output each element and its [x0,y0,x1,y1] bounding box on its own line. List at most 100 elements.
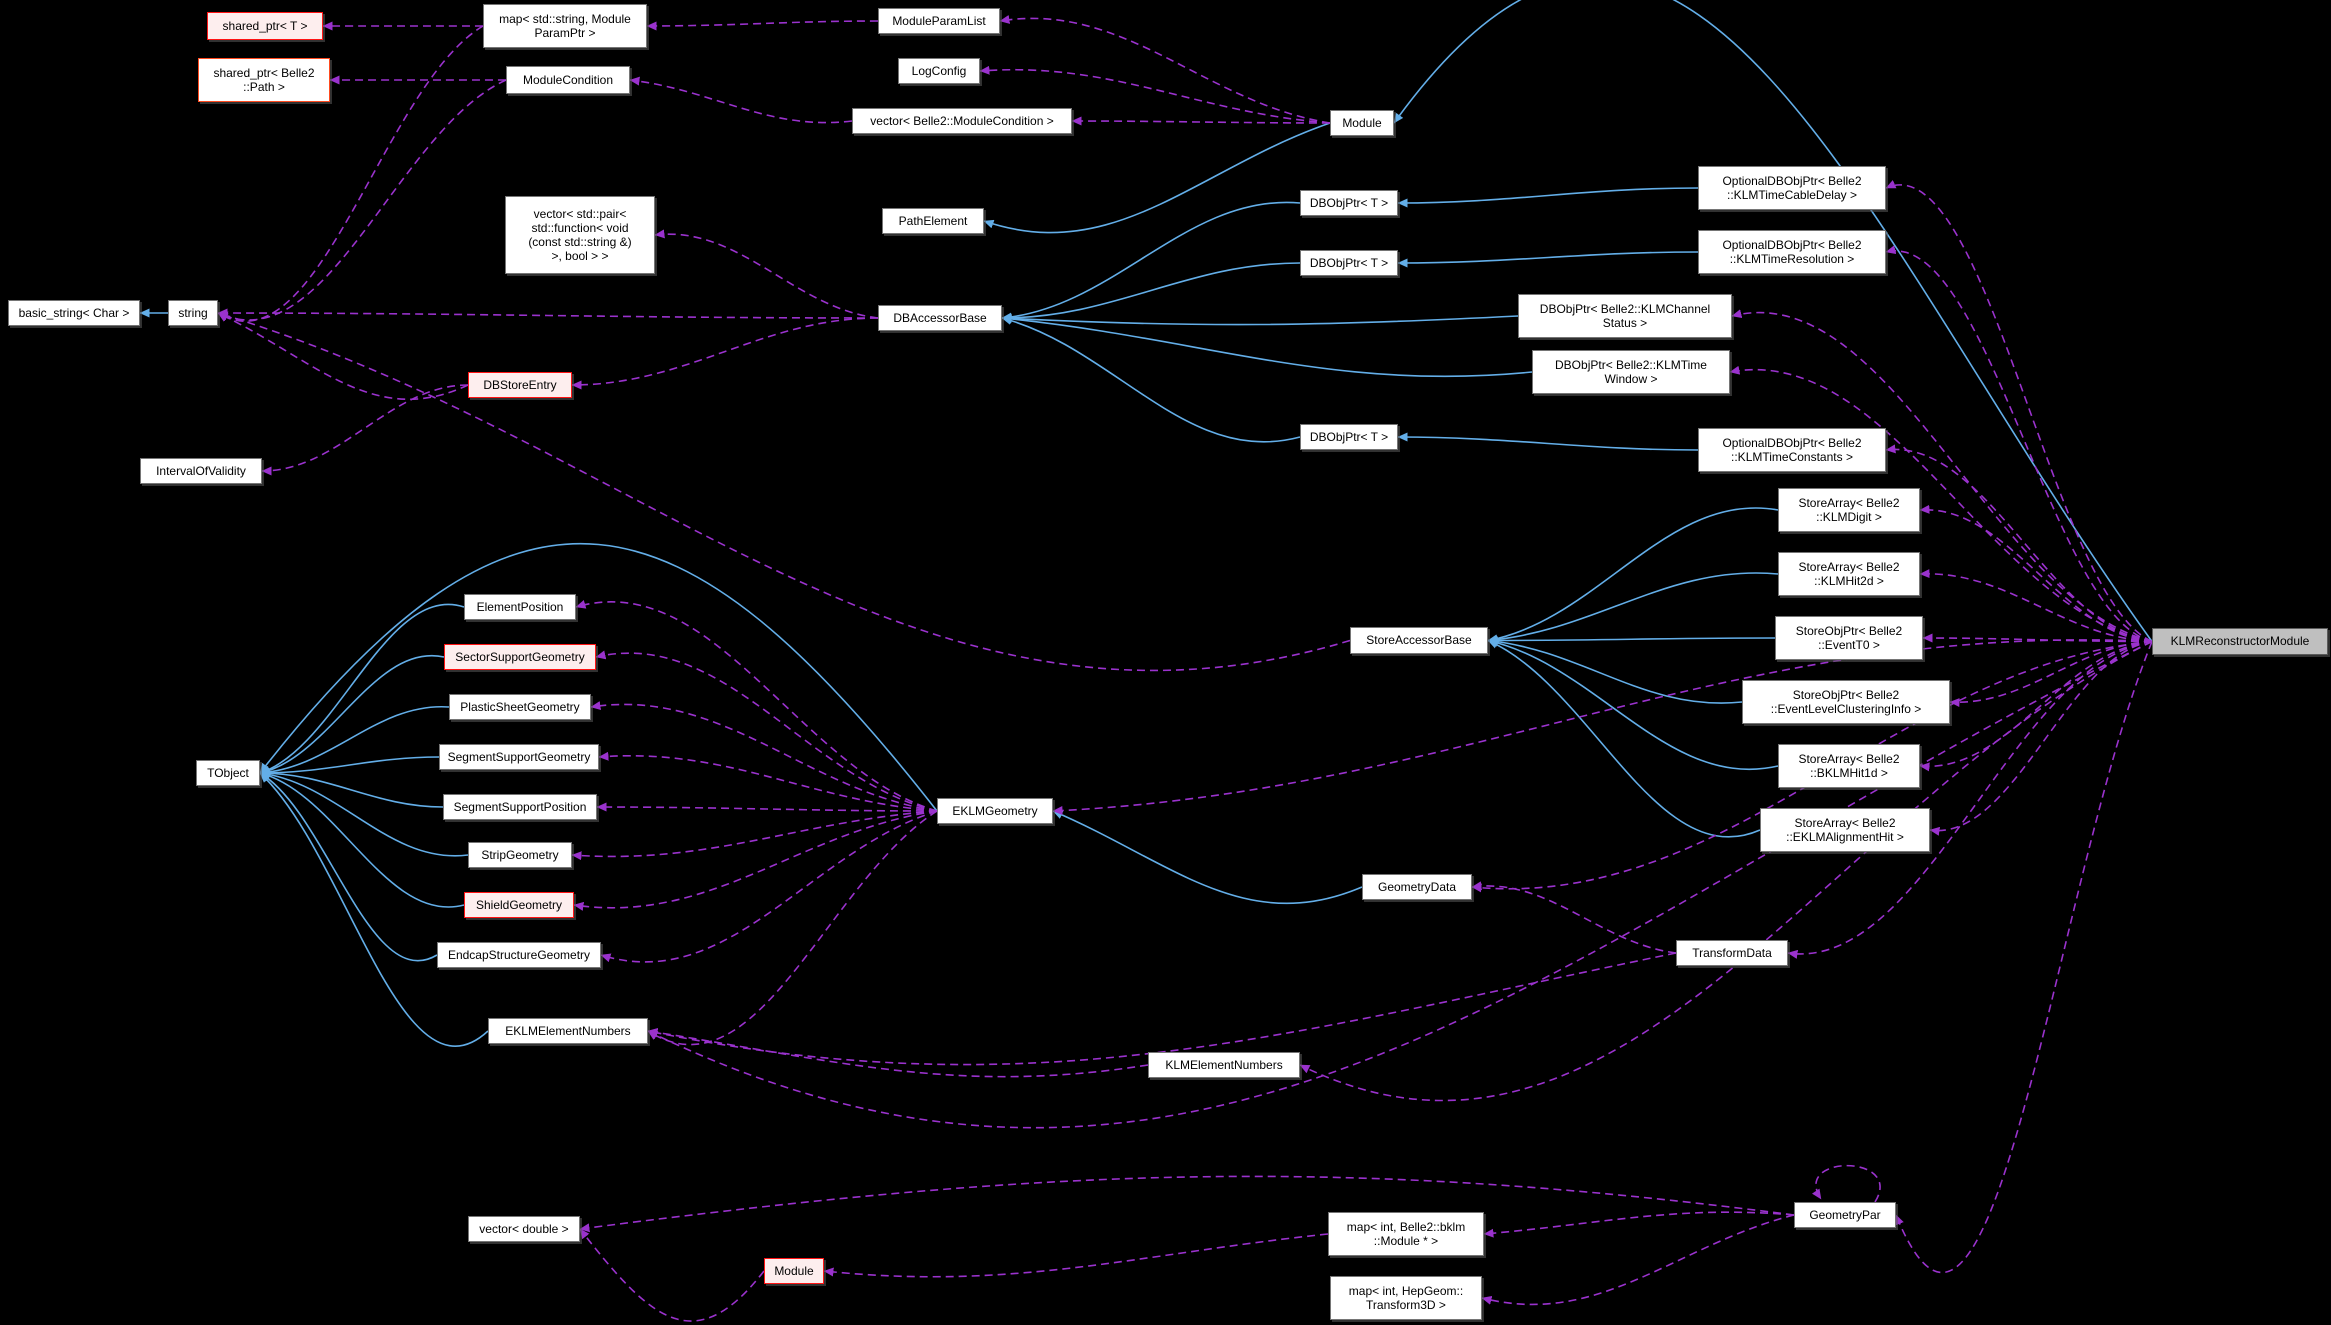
node-strip-geometry[interactable]: StripGeometry [468,842,572,868]
edge-dbobjptr-t1-to-dbaccessor-base [1001,201,1301,322]
node-store-accessor-base[interactable]: StoreAccessorBase [1350,627,1488,654]
edge-module-top-to-vector-module-condition [1071,116,1331,126]
edge-transform-data-to-geometry-data [1471,881,1677,954]
node-storeobjptr-eventlevelclusteringinfo[interactable]: StoreObjPtr< Belle2 ::EventLevelClusteri… [1742,680,1950,724]
node-shared-ptr-t[interactable]: shared_ptr< T > [207,12,323,40]
node-map-string-moduleparamptr[interactable]: map< std::string, Module ParamPtr > [483,4,647,48]
node-transform-data[interactable]: TransformData [1676,940,1788,966]
node-opt-dbobjptr-time-constants[interactable]: OptionalDBObjPtr< Belle2 ::KLMTimeConsta… [1698,428,1886,472]
node-storearray-bklmhit1d[interactable]: StoreArray< Belle2 ::BKLMHit1d > [1778,744,1920,788]
node-opt-dbobjptr-time-resolution[interactable]: OptionalDBObjPtr< Belle2 ::KLMTimeResolu… [1698,230,1886,274]
edge-module-param-list-to-map-string-moduleparamptr [646,20,879,31]
edge-vector-module-condition-to-module-condition [629,76,853,124]
node-path-element[interactable]: PathElement [882,208,984,234]
node-eklm-element-numbers[interactable]: EKLMElementNumbers [488,1018,648,1044]
node-dbobjptr-channel-status[interactable]: DBObjPtr< Belle2::KLMChannel Status > [1518,294,1732,338]
edge-dbstore-entry-to-interval-of-validity [261,384,469,476]
node-geometry-data[interactable]: GeometryData [1362,874,1472,900]
node-geometry-par[interactable]: GeometryPar [1794,1202,1896,1228]
node-dbstore-entry[interactable]: DBStoreEntry [468,372,572,398]
node-dbobjptr-t1[interactable]: DBObjPtr< T > [1300,190,1398,216]
edge-klm-reconstructor-module-to-module-top [1393,0,2153,642]
edge-opt-dbobjptr-time-constants-to-dbobjptr-t3 [1397,432,1699,451]
edge-storearray-klmdigit-to-store-accessor-base [1487,507,1779,644]
node-segment-support-geometry[interactable]: SegmentSupportGeometry [439,744,599,770]
node-log-config[interactable]: LogConfig [898,58,980,84]
edge-dbstore-entry-to-string [217,312,469,401]
node-string[interactable]: string [168,300,218,326]
edge-strip-geometry-to-tobject [259,769,469,857]
edge-klm-reconstructor-module-to-dbobjptr-channel-status [1731,309,2153,643]
node-dbobjptr-t3[interactable]: DBObjPtr< T > [1300,424,1398,450]
edge-eklm-geometry-to-shield-geometry [573,810,938,911]
edge-dbobjptr-channel-status-to-dbaccessor-base [1001,313,1519,326]
edge-klm-reconstructor-module-to-eklm-geometry [1052,639,2153,816]
node-opt-dbobjptr-cable-delay[interactable]: OptionalDBObjPtr< Belle2 ::KLMTimeCableD… [1698,166,1886,210]
edge-module-condition-to-string [217,79,507,322]
node-storearray-eklmalignmenthit[interactable]: StoreArray< Belle2 ::EKLMAlignmentHit > [1760,808,1930,852]
edge-dbobjptr-t2-to-dbaccessor-base [1001,262,1301,323]
node-module-condition[interactable]: ModuleCondition [506,66,630,94]
edge-module-top-to-path-element [983,122,1331,234]
edge-transform-data-to-eklm-element-numbers [647,952,1677,1066]
edge-module-top-to-module-param-list [999,15,1331,124]
node-endcap-structure-geometry[interactable]: EndcapStructureGeometry [437,942,601,968]
edge-klm-reconstructor-module-to-opt-dbobjptr-time-constants [1885,444,2153,643]
node-basic-string-char[interactable]: basic_string< Char > [8,300,140,326]
edge-geometry-par-to-geometry-par [1811,1164,1881,1203]
edge-klm-reconstructor-module-to-storearray-eklmalignmenthit [1929,640,2153,836]
edge-geometry-par-to-vector-double [579,1175,1795,1233]
node-segment-support-position[interactable]: SegmentSupportPosition [443,794,597,820]
node-module-bklm[interactable]: Module [764,1258,824,1284]
node-storeobjptr-eventt0[interactable]: StoreObjPtr< Belle2 ::EventT0 > [1775,616,1923,660]
edge-dbaccessor-base-to-vector-pair-function [654,229,879,319]
node-map-bklm-module[interactable]: map< int, Belle2::bklm ::Module * > [1328,1212,1484,1256]
edge-geometry-data-to-eklm-geometry [1052,810,1363,905]
node-map-hepgeom-transform[interactable]: map< int, HepGeom:: Transform3D > [1330,1276,1482,1320]
node-plastic-sheet-geometry[interactable]: PlasticSheetGeometry [449,694,591,720]
node-dbobjptr-t2[interactable]: DBObjPtr< T > [1300,250,1398,276]
edge-geometry-par-to-map-bklm-module [1483,1211,1795,1238]
edge-klm-reconstructor-module-to-geometry-par [1895,641,2153,1274]
edge-storearray-klmhit2d-to-store-accessor-base [1487,572,1779,645]
node-tobject[interactable]: TObject [196,760,260,786]
edge-segment-support-position-to-tobject [259,768,444,808]
node-module-top[interactable]: Module [1330,110,1394,136]
edge-eklm-geometry-to-element-position [575,600,938,812]
node-klm-element-numbers[interactable]: KLMElementNumbers [1148,1052,1300,1078]
edge-sector-support-geometry-to-tobject [259,654,445,776]
edge-storearray-eklmalignmenthit-to-store-accessor-base [1487,639,1761,838]
edge-map-bklm-module-to-module-bklm [823,1233,1329,1278]
node-vector-module-condition[interactable]: vector< Belle2::ModuleCondition > [852,108,1072,134]
edge-klm-reconstructor-module-to-klm-element-numbers [1299,640,2153,1102]
node-interval-of-validity[interactable]: IntervalOfValidity [140,458,262,484]
node-vector-double[interactable]: vector< double > [468,1216,580,1242]
edge-segment-support-geometry-to-tobject [259,756,440,778]
edge-klm-reconstructor-module-to-storeobjptr-eventt0 [1922,633,2153,643]
edge-geometry-par-to-map-hepgeom-transform [1481,1214,1795,1306]
node-dbobjptr-time-window[interactable]: DBObjPtr< Belle2::KLMTime Window > [1532,350,1730,394]
node-storearray-klmdigit[interactable]: StoreArray< Belle2 ::KLMDigit > [1778,488,1920,532]
edge-module-bklm-to-vector-double [579,1228,765,1322]
node-eklm-geometry[interactable]: EKLMGeometry [937,798,1053,824]
edge-map-string-moduleparamptr-to-string [217,25,484,322]
edge-dbaccessor-base-to-dbstore-entry [571,317,879,390]
node-storearray-klmhit2d[interactable]: StoreArray< Belle2 ::KLMHit2d > [1778,552,1920,596]
node-module-param-list[interactable]: ModuleParamList [878,8,1000,34]
edge-klm-reconstructor-module-to-storearray-klmhit2d [1919,569,2153,643]
edge-plastic-sheet-geometry-to-tobject [259,706,450,777]
edge-storeobjptr-eventlevelclusteringinfo-to-store-accessor-base [1487,637,1743,704]
node-element-position[interactable]: ElementPosition [464,594,576,620]
node-sector-support-geometry[interactable]: SectorSupportGeometry [444,644,596,670]
edge-klm-reconstructor-module-to-storearray-bklmhit1d [1919,640,2153,772]
node-shared-ptr-path[interactable]: shared_ptr< Belle2 ::Path > [198,58,330,102]
edge-eklm-geometry-to-eklm-element-numbers [647,810,938,1046]
edge-endcap-structure-geometry-to-tobject [259,772,438,962]
node-dbaccessor-base[interactable]: DBAccessorBase [878,305,1002,331]
node-shield-geometry[interactable]: ShieldGeometry [464,892,574,918]
node-vector-pair-function[interactable]: vector< std::pair< std::function< void (… [505,196,655,274]
edge-opt-dbobjptr-time-resolution-to-dbobjptr-t2 [1397,251,1699,268]
edge-eklm-geometry-to-tobject [259,542,938,812]
